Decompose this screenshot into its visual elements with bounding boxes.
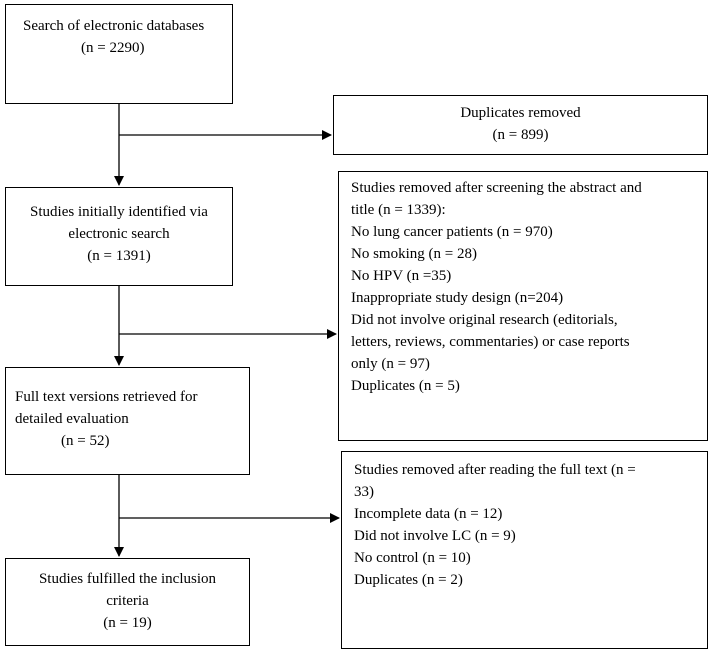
box-line: Studies removed after reading the full t… [354,462,636,478]
box-line: Did not involve original research (edito… [351,312,618,328]
search-databases-box: Search of electronic databases (n = 2290… [5,4,233,104]
box-line: Studies fulfilled the inclusion [38,571,217,587]
removed-full-text-box: Studies removed after reading the full t… [341,451,708,649]
box-line: criteria [106,593,149,609]
box-line: 33) [354,484,374,500]
box-line: Full text versions retrieved for [15,389,198,405]
box-line: Inappropriate study design (n=204) [351,290,564,306]
box-line: (n = 1391) [87,248,151,264]
box-line: Did not involve LC (n = 9) [354,528,516,544]
box-line: (n = 2290) [81,40,145,56]
box-line: Incomplete data (n = 12) [354,506,503,522]
duplicates-removed-box: Duplicates removed (n = 899) [333,95,708,155]
box-line: Duplicates removed [460,105,581,121]
full-text-box: Full text versions retrieved for detaile… [5,367,250,475]
box-line: (n = 52) [61,433,110,449]
box-line: title (n = 1339): [351,202,446,218]
box-line: (n = 19) [103,615,152,631]
box-line: letters, reviews, commentaries) or case … [351,334,630,350]
box-line: electronic search [68,226,170,242]
initially-identified-box: Studies initially identified via electro… [5,187,233,286]
box-line: detailed evaluation [15,411,129,427]
box-line: Duplicates (n = 5) [351,378,460,394]
box-line: No HPV (n =35) [351,268,452,284]
removed-screening-box: Studies removed after screening the abst… [338,171,708,441]
box-line: No lung cancer patients (n = 970) [351,224,553,240]
box-line: (n = 899) [492,127,549,143]
box-line: Duplicates (n = 2) [354,572,463,588]
box-line: Studies removed after screening the abst… [351,180,642,196]
inclusion-criteria-box: Studies fulfilled the inclusion criteria… [5,558,250,646]
box-line: Studies initially identified via [30,204,208,220]
box-line: only (n = 97) [351,356,430,372]
box-line: Search of electronic databases [23,18,205,34]
box-line: No smoking (n = 28) [351,246,477,262]
box-line: No control (n = 10) [354,550,471,566]
